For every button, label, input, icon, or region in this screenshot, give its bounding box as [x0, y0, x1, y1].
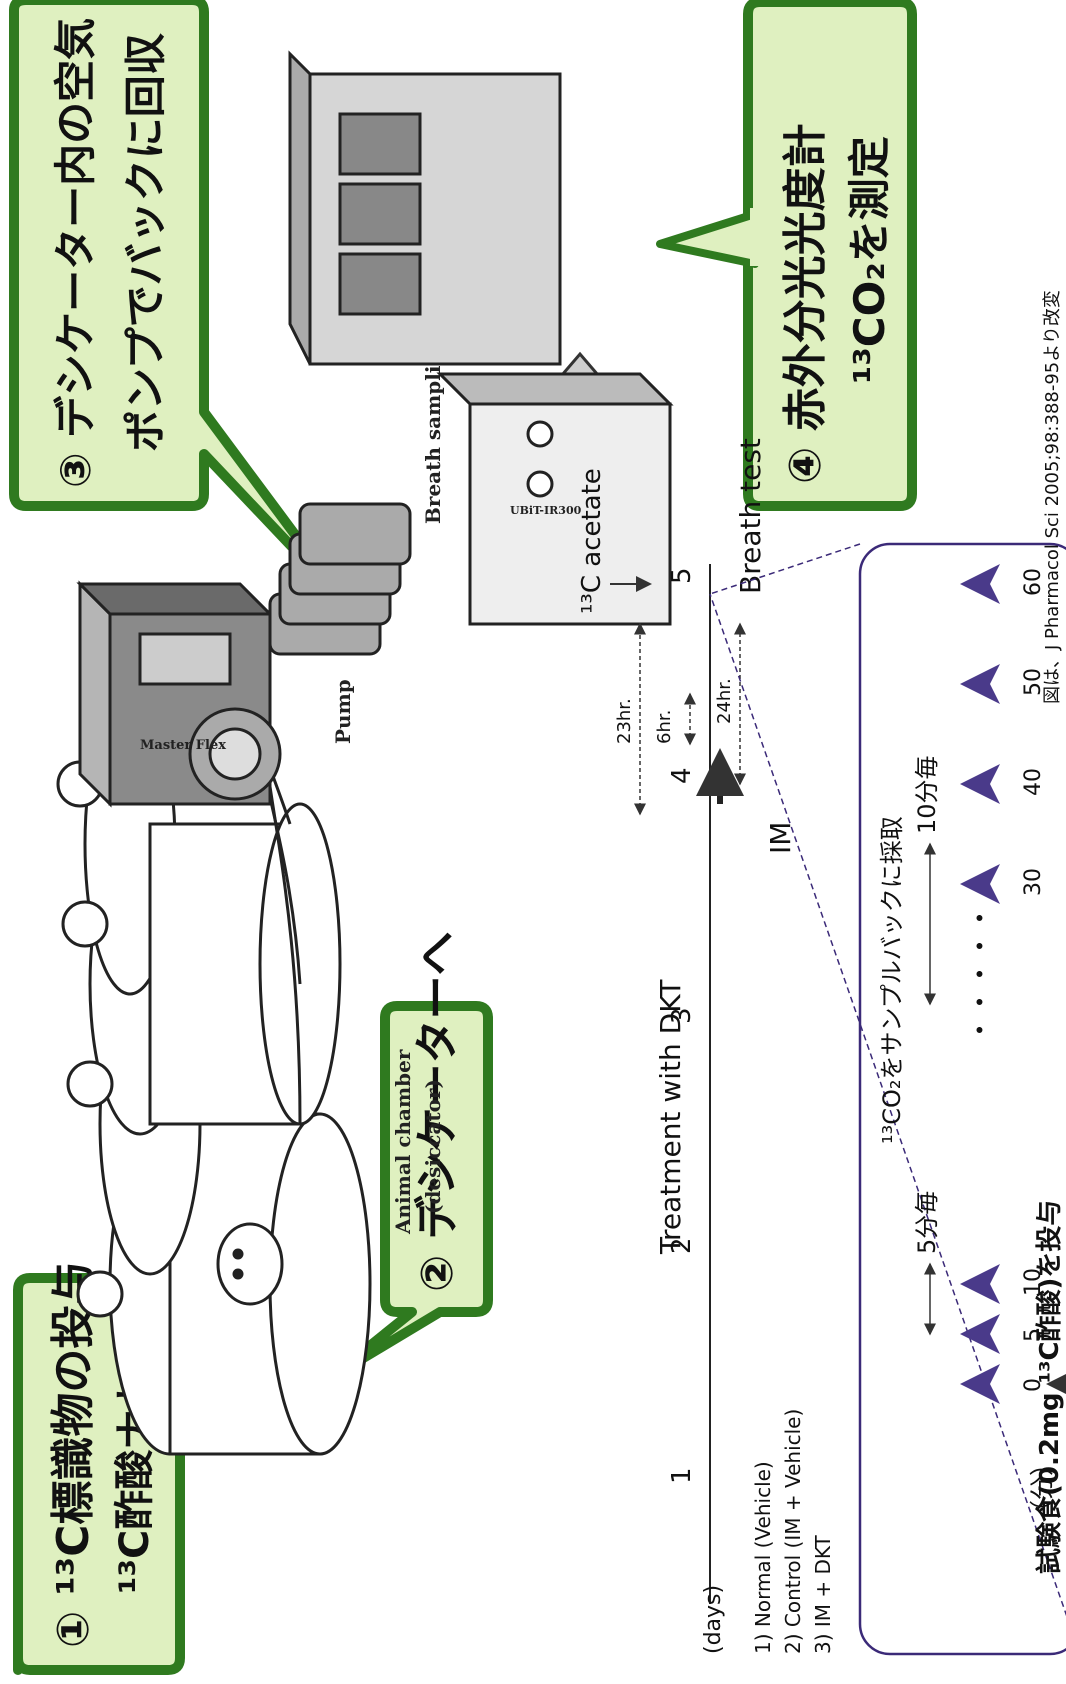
day-1: 1	[667, 1467, 697, 1484]
animal-chambers	[56, 692, 372, 1456]
pump-icon	[76, 580, 282, 808]
sample-arrow-0	[960, 1364, 1000, 1404]
sample-arrow-30	[960, 864, 1000, 904]
time-50: 50	[1021, 668, 1046, 696]
desiccator-label: (desiccator)	[421, 1079, 445, 1214]
sampling-arrows	[960, 564, 1000, 1404]
interval-23hr: 23hr.	[614, 698, 635, 744]
step4-line1: ④ 赤外分光光度計	[780, 123, 831, 484]
dots: ・・・・・	[964, 904, 997, 1044]
sampling-box: ¹³CO₂をサンプルバックに採取 5分毎 10分毎 ・・・・・ （分）	[709, 542, 1066, 1656]
callout-step4: ④ 赤外分光光度計 ¹³CO₂を測定	[656, 0, 917, 511]
sample-arrow-10	[960, 1264, 1000, 1304]
step4-line2: ¹³CO₂を測定	[845, 136, 894, 384]
source-note: 図は、J Pharmacol Sci 2005;98:388-95より改変	[1042, 290, 1063, 704]
groups-list: 1) Normal (Vehicle) 2) Control (IM + Veh…	[751, 1409, 835, 1654]
time-marks: 0 5 10 30 40 50 60	[1021, 568, 1046, 1392]
step3-line2: ポンプでバックに回収	[121, 33, 170, 452]
sample-arrow-40	[960, 764, 1000, 804]
time-5: 5	[1021, 1328, 1046, 1342]
day-3: 3	[667, 1007, 697, 1024]
interval-24hr: 24hr.	[714, 678, 735, 724]
timeline: Treatment with DKT 1 2 3 4 5 (days) ¹³C …	[577, 438, 797, 1654]
callout-step3: ③ デシケーター内の空気 ポンプでバックに回収	[9, 0, 353, 611]
acetate-label: ¹³C acetate	[577, 468, 607, 614]
group-1: 1) Normal (Vehicle)	[751, 1461, 775, 1654]
sample-arrow-60	[960, 564, 1000, 604]
step1-line1: ① ¹³C標識物の投与	[48, 1261, 99, 1648]
rat-icon	[216, 1222, 284, 1306]
animal-chamber-label: Animal chamber	[391, 1049, 415, 1235]
ir-spectrometer-icon	[288, 50, 674, 626]
time-10: 10	[1021, 1268, 1046, 1296]
callout-step2: ② デシケーターへ	[325, 931, 493, 1383]
dose-text: 試験食(0.2mg ¹³C酢酸)を投与	[1034, 1200, 1065, 1574]
minutes-unit: （分）	[1028, 1452, 1056, 1524]
time-40: 40	[1021, 768, 1046, 796]
treatment-label: Treatment with DKT	[654, 979, 687, 1255]
day-2: 2	[667, 1237, 697, 1254]
every-10: 10分毎	[913, 755, 941, 834]
time-60: 60	[1021, 568, 1046, 596]
group-3: 3) IM + DKT	[811, 1535, 835, 1654]
pump-label: Pump	[331, 679, 355, 744]
every-5: 5分毎	[913, 1191, 941, 1254]
step3-line1: ③ デシケーター内の空気	[51, 18, 100, 488]
day-5: 5	[667, 567, 697, 584]
sample-arrow-50	[960, 664, 1000, 704]
sampling-bags	[268, 502, 412, 656]
analyzer-brand: UBiT-IR300	[510, 504, 582, 517]
time-0: 0	[1021, 1378, 1046, 1392]
pump-brand: Master Flex	[140, 738, 226, 753]
step2-line1: ② デシケーターへ	[412, 931, 463, 1292]
group-2: 2) Control (IM + Vehicle)	[781, 1409, 805, 1654]
im-label: IM	[764, 822, 797, 854]
interval-6hr: 6hr.	[654, 710, 675, 744]
collect-title: ¹³CO₂をサンプルバックに採取	[878, 816, 906, 1144]
sample-arrow-5	[960, 1314, 1000, 1354]
breath-test-label: Breath test	[734, 438, 767, 594]
day-4: 4	[667, 767, 697, 784]
days-label: (days)	[701, 1585, 726, 1654]
time-30: 30	[1021, 868, 1046, 896]
